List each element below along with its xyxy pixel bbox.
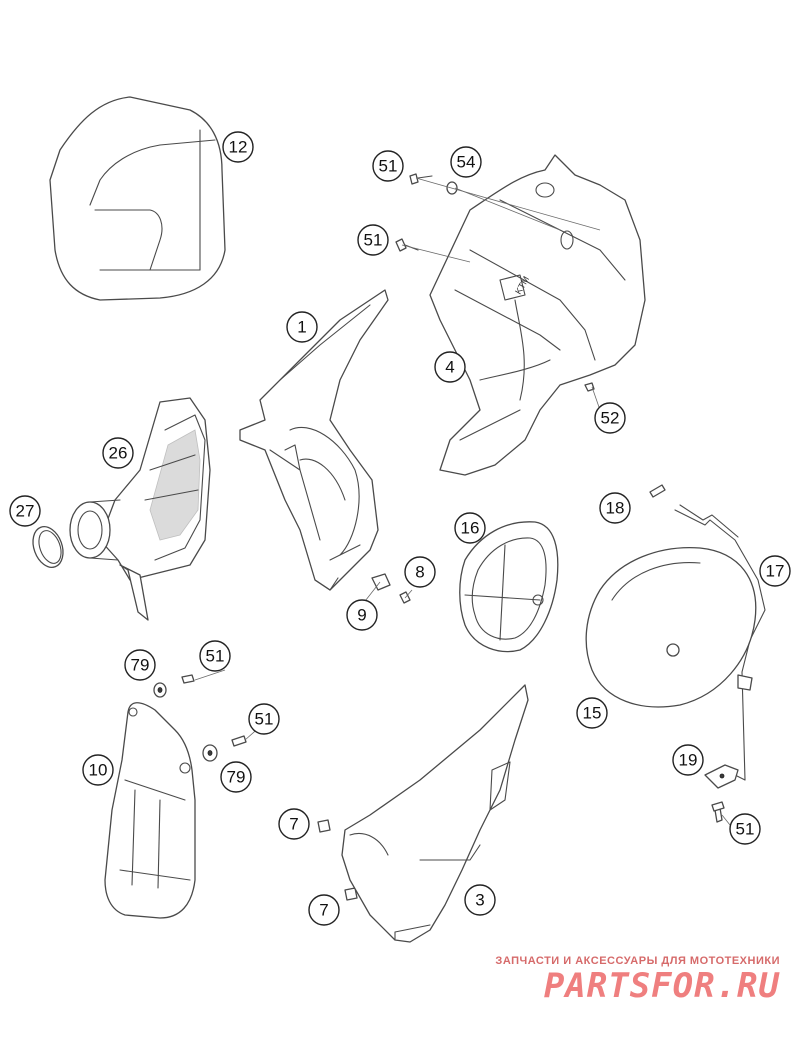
svg-text:12: 12 — [229, 138, 248, 157]
part-wire-bracket — [674, 504, 766, 781]
callout-3: 3 — [464, 884, 496, 916]
callout-26: 26 — [102, 437, 134, 469]
part-washer-79-upper — [153, 682, 167, 698]
svg-text:7: 7 — [319, 901, 328, 920]
svg-text:18: 18 — [606, 499, 625, 518]
part-filter-cage — [459, 521, 559, 653]
part-washer-79-lower — [202, 744, 218, 762]
part-clip-9 — [371, 573, 391, 591]
callout-12: 12 — [222, 131, 254, 163]
part-screw-52 — [584, 382, 595, 392]
svg-text:79: 79 — [227, 768, 246, 787]
callout-51-airbox: 51 — [357, 224, 389, 256]
svg-text:54: 54 — [457, 153, 476, 172]
watermark: ЗАПЧАСТИ И АКСЕССУАРЫ ДЛЯ МОТОТЕХНИКИ PA… — [480, 955, 780, 1005]
part-side-frame-panel — [239, 289, 389, 591]
svg-text:19: 19 — [679, 751, 698, 770]
part-bolt-middle-left — [395, 238, 419, 252]
svg-text:3: 3 — [475, 891, 484, 910]
callout-9: 9 — [346, 599, 378, 631]
svg-text:17: 17 — [766, 562, 785, 581]
svg-text:51: 51 — [364, 231, 383, 250]
callout-17: 17 — [759, 555, 791, 587]
callout-27: 27 — [9, 495, 41, 527]
part-intake-boot — [69, 397, 211, 621]
callout-7-upper: 7 — [278, 808, 310, 840]
svg-text:10: 10 — [89, 761, 108, 780]
part-bolt-top-left — [409, 173, 433, 185]
callout-79-upper: 79 — [124, 649, 156, 681]
part-airbox: KTM — [429, 154, 646, 476]
svg-text:51: 51 — [255, 710, 274, 729]
callout-79-lower: 79 — [220, 761, 252, 793]
part-screw-7-lower — [344, 887, 358, 901]
callout-51-top: 51 — [372, 150, 404, 182]
svg-text:79: 79 — [131, 656, 150, 675]
svg-text:51: 51 — [379, 157, 398, 176]
svg-text:27: 27 — [16, 502, 35, 521]
svg-text:15: 15 — [583, 704, 602, 723]
watermark-tagline: ЗАПЧАСТИ И АКСЕССУАРЫ ДЛЯ МОТОТЕХНИКИ — [495, 955, 780, 967]
part-bolt-51-bottom-right — [711, 801, 725, 823]
part-air-filter-element — [49, 96, 226, 301]
part-bolt-51-lower — [231, 735, 247, 747]
callout-1: 1 — [286, 311, 318, 343]
callout-18: 18 — [599, 492, 631, 524]
svg-text:1: 1 — [297, 318, 306, 337]
svg-text:51: 51 — [736, 820, 755, 839]
callout-8: 8 — [404, 556, 436, 588]
svg-text:51: 51 — [206, 647, 225, 666]
svg-text:9: 9 — [357, 606, 366, 625]
svg-text:52: 52 — [601, 409, 620, 428]
part-hose-clamp — [32, 526, 64, 568]
callout-4: 4 — [434, 351, 466, 383]
callout-52: 52 — [594, 402, 626, 434]
callout-54: 54 — [450, 146, 482, 178]
svg-text:8: 8 — [415, 563, 424, 582]
callout-51-upper: 51 — [199, 640, 231, 672]
callout-51-bottom-right: 51 — [729, 813, 761, 845]
svg-text:16: 16 — [461, 519, 480, 538]
callout-10: 10 — [82, 754, 114, 786]
svg-text:4: 4 — [445, 358, 454, 377]
callout-16: 16 — [454, 512, 486, 544]
part-filter-cover — [585, 546, 757, 708]
part-pin — [649, 484, 666, 498]
part-side-cover-right — [341, 684, 529, 943]
svg-text:26: 26 — [109, 444, 128, 463]
part-intake-snorkel — [104, 702, 196, 919]
watermark-logo: PARTSFOR.RU — [543, 966, 780, 1006]
part-bolt-51-upper — [181, 674, 195, 684]
part-clip — [704, 764, 739, 789]
callout-7-lower: 7 — [308, 894, 340, 926]
callout-51-lower: 51 — [248, 703, 280, 735]
callout-19: 19 — [672, 744, 704, 776]
callout-15: 15 — [576, 697, 608, 729]
svg-text:7: 7 — [289, 815, 298, 834]
part-screw-7-upper — [317, 819, 331, 833]
